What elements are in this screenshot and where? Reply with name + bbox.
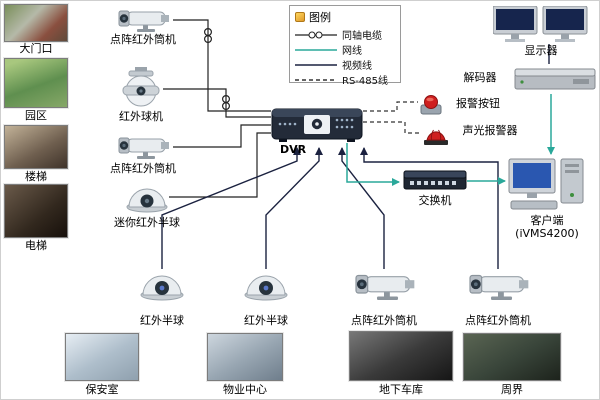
location-label: 园区: [25, 109, 47, 122]
legend-item-network: 网线: [295, 42, 395, 57]
siren-label: 声光报警器: [462, 124, 518, 137]
client-label: 客户端: [530, 214, 564, 227]
legend-item-rs485: RS-485线: [295, 72, 395, 87]
dvr-icon: [271, 99, 363, 147]
dual-monitor-icon: [492, 5, 589, 48]
photo-property-center: [207, 333, 283, 381]
photo-security-room: [65, 333, 139, 381]
bullet-camera-icon: [463, 269, 533, 307]
switch-icon: [403, 168, 467, 196]
bullet-camera-icon: [349, 269, 419, 307]
location-label: 电梯: [25, 239, 47, 252]
legend-label: 同轴电缆: [342, 31, 382, 42]
legend-title: 图例: [309, 11, 331, 24]
alarm-button-label: 报警按钮: [456, 97, 500, 110]
rs485-line-sample-icon: [295, 78, 337, 81]
bullet-camera-icon: [113, 7, 173, 37]
legend-icon: [295, 12, 305, 22]
bullet-camera-icon: [113, 134, 173, 164]
decoder-label: 解码器: [463, 71, 497, 84]
ptz-camera-icon: [119, 67, 163, 113]
coaxial-lines: [163, 19, 271, 198]
half-dome-camera-icon: [139, 269, 185, 305]
photo-elevator: [4, 184, 68, 238]
location-label: 保安室: [85, 383, 119, 396]
photo-main-gate: [4, 4, 68, 42]
network-line-sample-icon: [295, 48, 337, 51]
dvr-label: DVR: [279, 143, 307, 156]
camera-label: 迷你红外半球: [114, 216, 180, 229]
legend-item-video: 视频线: [295, 57, 395, 72]
legend-label: 网线: [342, 46, 362, 57]
legend-label: 视频线: [342, 61, 372, 72]
legend-box: 图例 同轴电缆 网线 视频线 RS-485线: [289, 5, 401, 87]
camera-label: 红外球机: [119, 110, 163, 123]
rs485-lines: [363, 101, 420, 134]
client-sublabel: (iVMS4200): [515, 227, 579, 240]
mini-dome-camera-icon: [125, 181, 169, 217]
photo-perimeter: [463, 333, 561, 381]
siren-icon: [421, 119, 451, 151]
switch-label: 交换机: [418, 194, 452, 207]
legend-label: RS-485线: [342, 76, 388, 87]
location-label: 楼梯: [25, 170, 47, 183]
camera-label: 点阵红外筒机: [351, 314, 417, 327]
coaxial-line-sample-icon: [295, 31, 337, 38]
video-lines: [161, 44, 550, 269]
photo-campus: [4, 58, 68, 108]
decoder-icon: [513, 65, 597, 97]
client-pc-icon: [507, 157, 587, 217]
photo-underground-garage: [349, 331, 453, 381]
camera-label: 红外半球: [140, 314, 184, 327]
location-label: 地下车库: [379, 383, 423, 396]
location-label: 物业中心: [223, 383, 267, 396]
monitor-label: 显示器: [524, 44, 558, 57]
camera-label: 点阵红外筒机: [110, 33, 176, 46]
camera-label: 点阵红外筒机: [465, 314, 531, 327]
legend-item-coaxial: 同轴电缆: [295, 27, 395, 42]
location-label: 大门口: [19, 42, 53, 55]
photo-stairs: [4, 125, 68, 169]
network-lines: [346, 94, 555, 186]
half-dome-camera-icon: [243, 269, 289, 305]
location-label: 周界: [501, 383, 523, 396]
alarm-button-icon: [418, 93, 444, 120]
camera-label: 红外半球: [244, 314, 288, 327]
camera-label: 点阵红外筒机: [110, 162, 176, 175]
video-line-sample-icon: [295, 63, 337, 66]
